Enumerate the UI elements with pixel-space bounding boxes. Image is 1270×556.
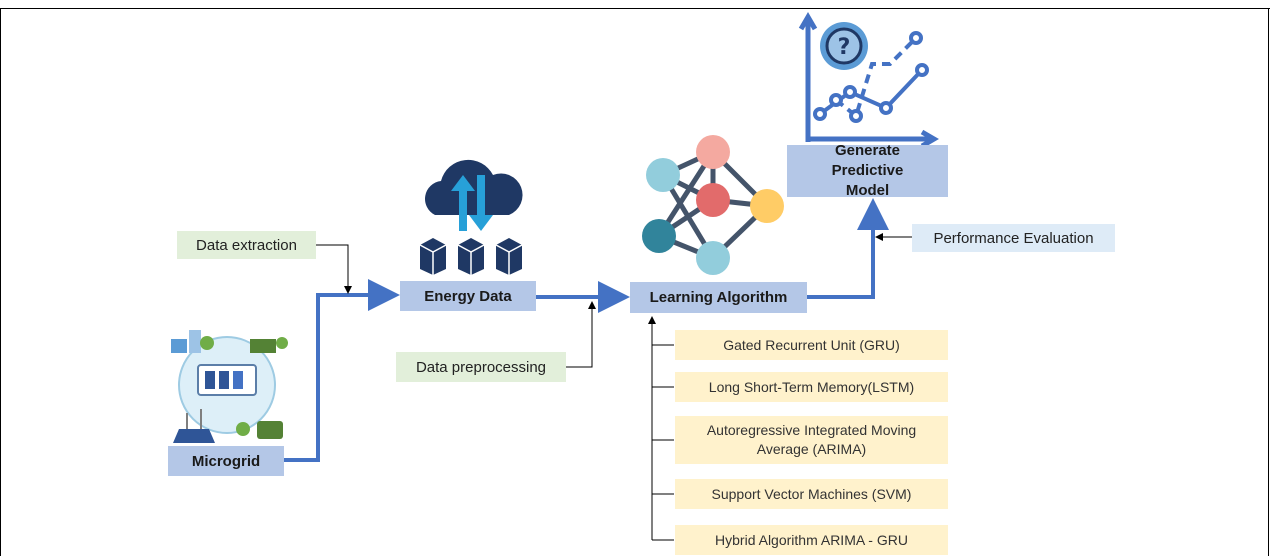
cloud-data-icon (419, 159, 523, 275)
learning-algorithm-node: Learning Algorithm (630, 282, 807, 313)
energy-data-node: Energy Data (400, 281, 536, 311)
prediction-chart-icon: ? (798, 12, 939, 147)
algorithm-item: Gated Recurrent Unit (GRU) (675, 330, 948, 360)
neural-network-icon (642, 135, 784, 275)
frame-left-border (0, 8, 1, 556)
generate-model-node: Generate Predictive Model (787, 142, 948, 199)
connector-data-extraction (316, 244, 352, 294)
algorithm-item: Long Short-Term Memory(LSTM) (675, 372, 948, 402)
svg-text:?: ? (838, 35, 851, 60)
frame-right-border (1268, 8, 1269, 556)
microgrid-node: Microgrid (168, 446, 284, 476)
algorithm-item: Support Vector Machines (SVM) (675, 479, 948, 509)
frame-top-border (0, 8, 1270, 9)
algorithm-item: Hybrid Algorithm ARIMA - GRU (675, 525, 948, 555)
flow-arrow-microgrid-energy (284, 279, 400, 462)
data-preprocessing-label: Data preprocessing (396, 352, 566, 382)
algorithm-item: Autoregressive Integrated Moving Average… (675, 416, 948, 464)
flow-arrow-learning-model (807, 198, 889, 299)
data-extraction-label: Data extraction (177, 231, 316, 259)
microgrid-icon (171, 330, 288, 443)
performance-evaluation-label: Performance Evaluation (912, 224, 1115, 252)
connector-data-preprocessing (566, 301, 596, 368)
